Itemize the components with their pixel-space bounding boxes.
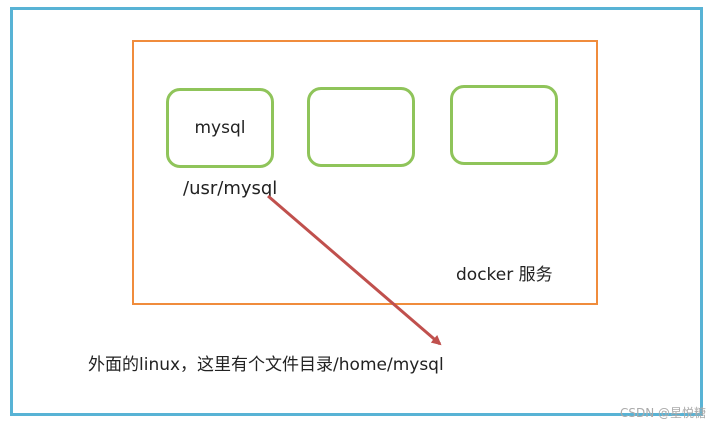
- host-directory-label: 外面的linux，这里有个文件目录/home/mysql: [88, 355, 444, 375]
- mysql-container: mysql: [166, 88, 274, 168]
- watermark: CSDN @星悦糖: [619, 406, 706, 420]
- docker-service-label: docker 服务: [456, 265, 553, 285]
- container-path-label: /usr/mysql: [183, 178, 278, 199]
- mysql-container-label: mysql: [194, 118, 246, 138]
- docker-service-box: [132, 40, 598, 305]
- outer-frame: [10, 7, 703, 416]
- container-2: [307, 87, 415, 167]
- mount-arrow-line: [267, 194, 442, 346]
- container-3: [450, 85, 558, 165]
